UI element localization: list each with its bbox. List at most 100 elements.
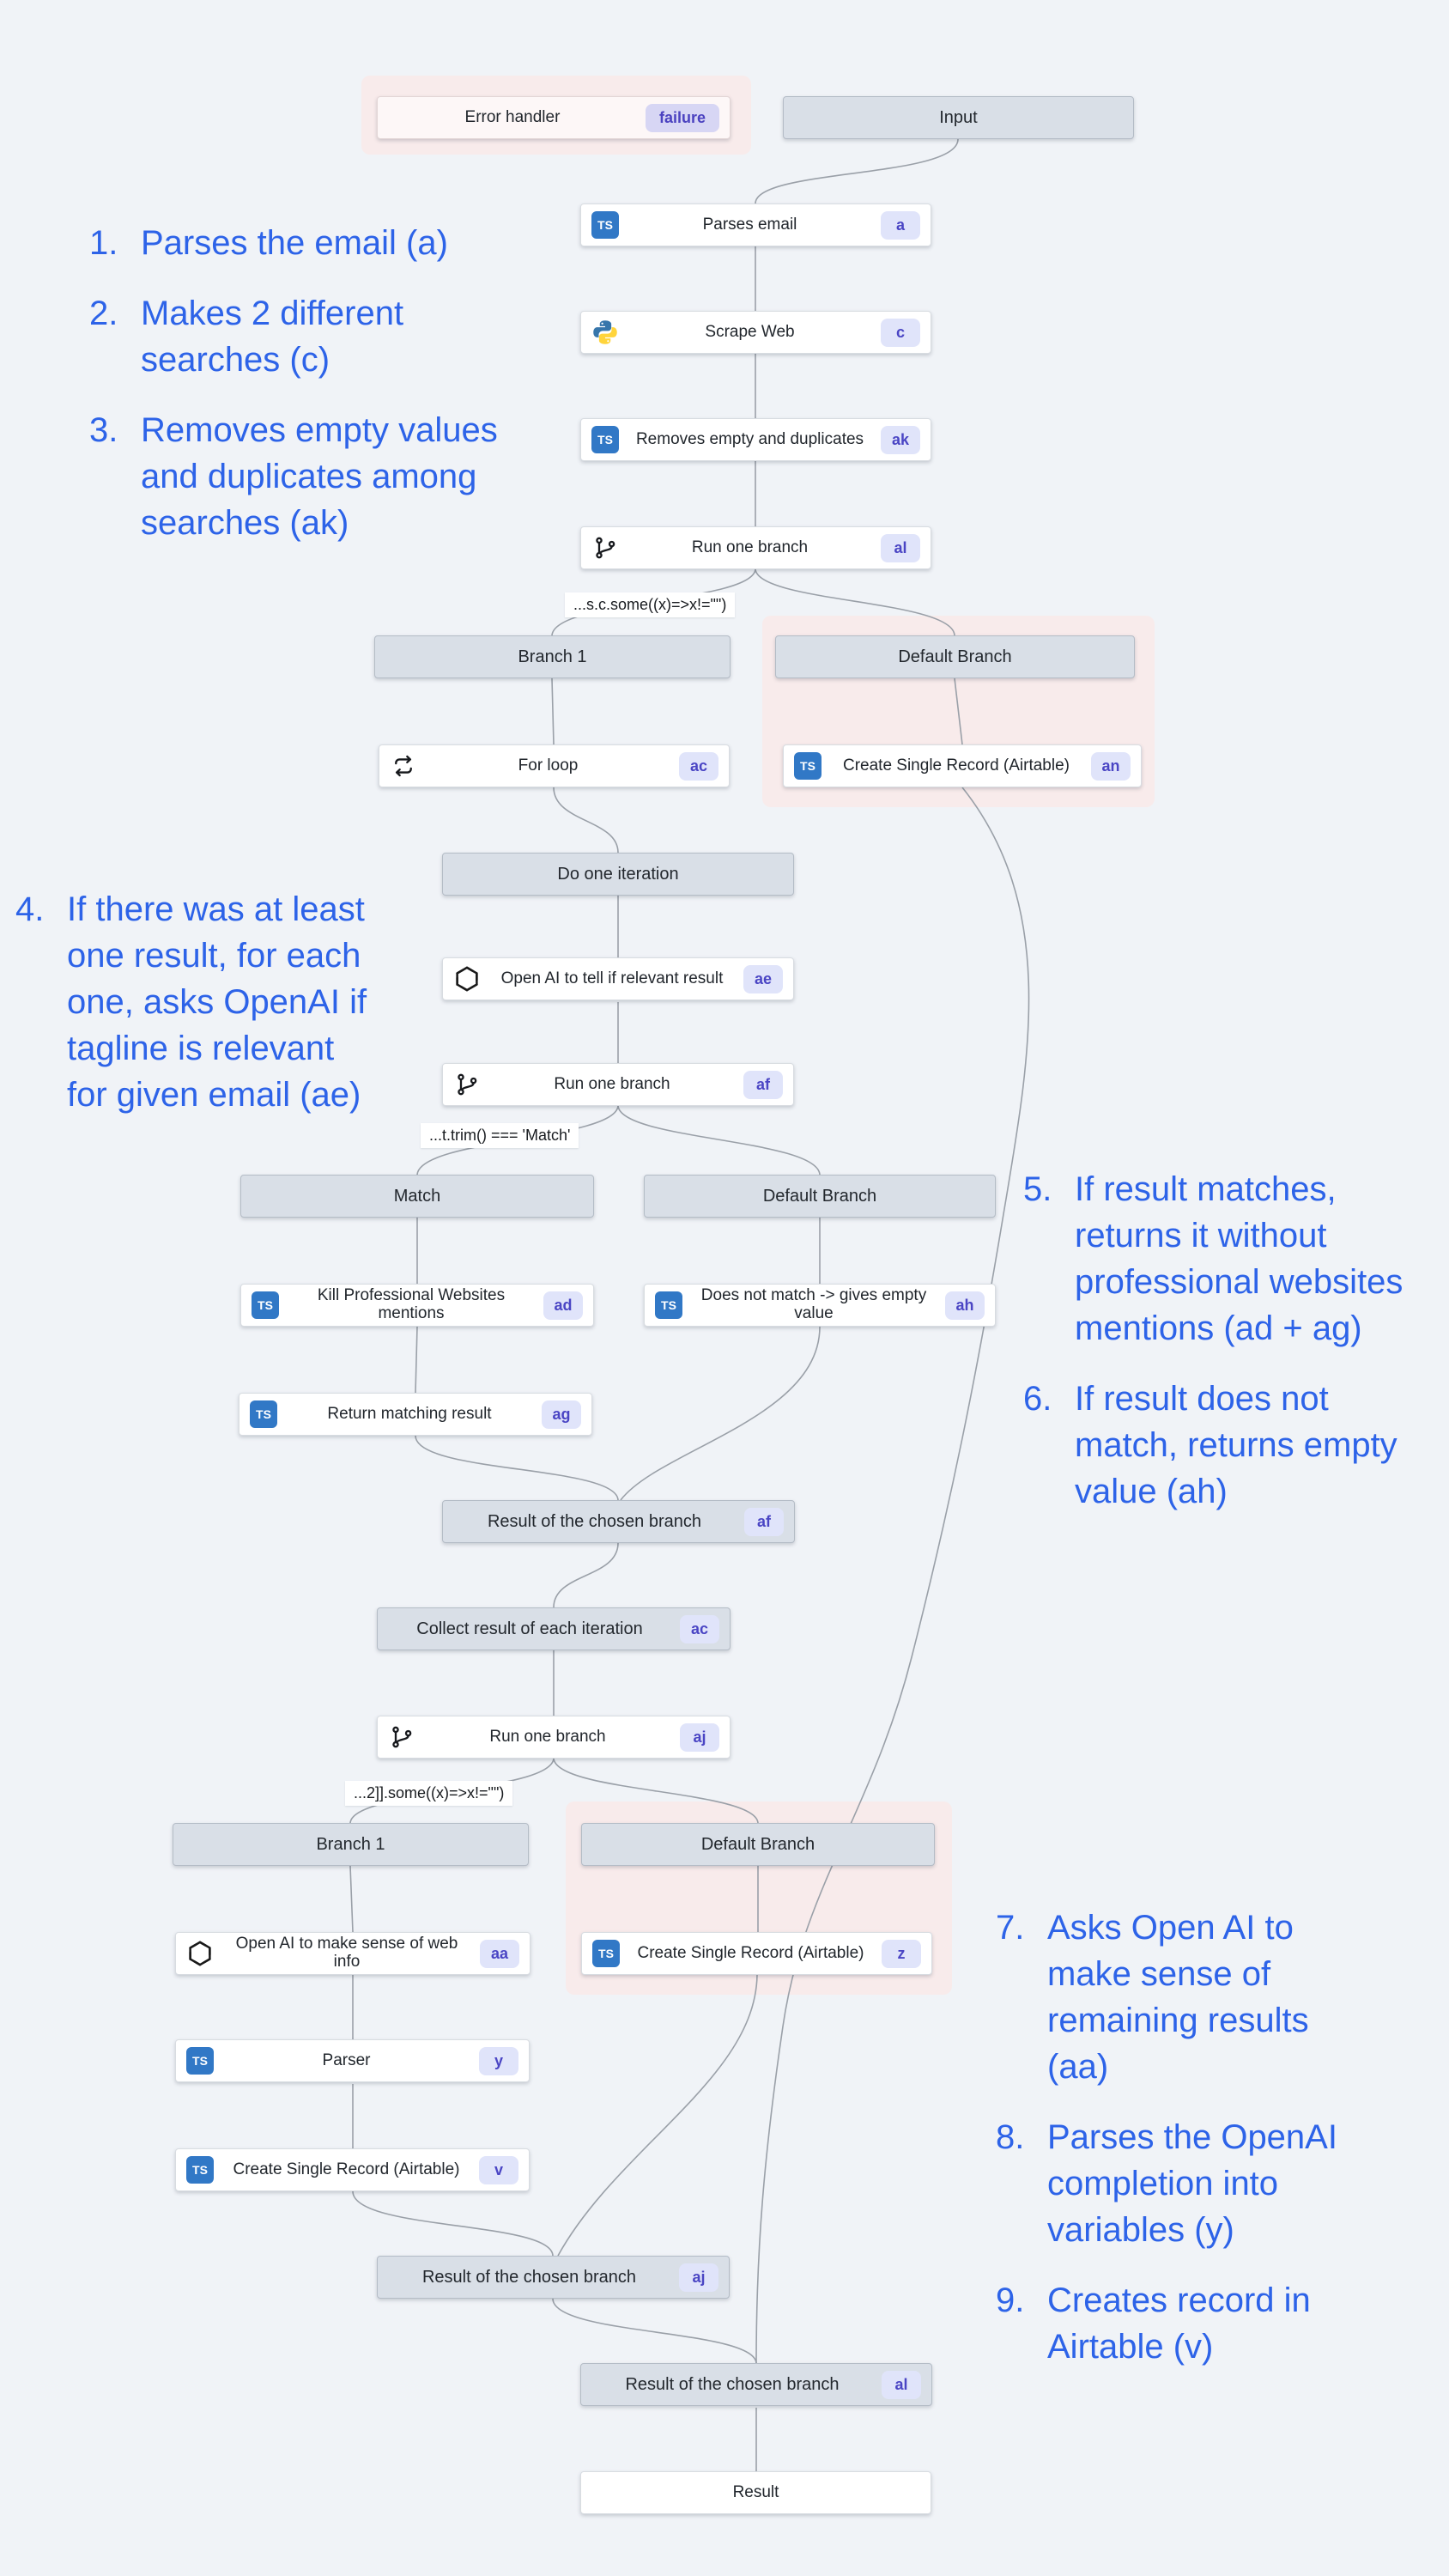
annotation-item: 4. If there was at least one result, for… <box>15 886 445 1118</box>
node-label: Create Single Record (Airtable) <box>233 2160 460 2178</box>
node-badge: z <box>882 1939 921 1968</box>
node-badge: ag <box>542 1400 581 1429</box>
node-label: Open AI to tell if relevant result <box>500 969 724 987</box>
node-match[interactable]: Match <box>240 1175 594 1218</box>
condition-label: ...t.trim() === 'Match' <box>421 1123 579 1148</box>
node-badge: al <box>881 533 920 562</box>
node-badge: aj <box>679 2263 718 2292</box>
node-badge: ac <box>679 751 718 781</box>
annotation-number: 5. <box>1023 1170 1052 1208</box>
node-label: Create Single Record (Airtable) <box>637 1943 864 1962</box>
node-result-branch-aj[interactable]: Result of the chosen branch aj <box>377 2256 730 2299</box>
annotation-group-4: 7. Asks Open AI to make sense of remaini… <box>996 1905 1442 2394</box>
annotation-text: Parses the OpenAI completion into variab… <box>1047 2118 1337 2249</box>
node-badge: ah <box>945 1291 985 1320</box>
node-label: Run one branch <box>554 1074 670 1093</box>
openai-icon <box>453 965 481 993</box>
node-badge: an <box>1091 751 1131 781</box>
node-label: Create Single Record (Airtable) <box>842 756 1070 775</box>
node-branch1-b[interactable]: Branch 1 <box>173 1823 529 1866</box>
node-badge: y <box>479 2046 518 2075</box>
node-badge: ak <box>881 425 920 454</box>
node-label: Open AI to make sense of web info <box>235 1935 458 1971</box>
node-label: Result of the chosen branch <box>625 2375 840 2394</box>
typescript-icon: TS <box>591 426 619 453</box>
node-label: Input <box>939 108 978 127</box>
node-badge: ac <box>680 1614 719 1643</box>
node-badge: al <box>882 2370 921 2399</box>
annotation-number: 7. <box>996 1909 1025 1947</box>
typescript-icon: TS <box>655 1291 682 1319</box>
typescript-icon: TS <box>592 1940 620 1967</box>
annotation-text: Parses the email (a) <box>141 224 448 262</box>
node-label: Run one branch <box>691 538 809 556</box>
annotation-number: 6. <box>1023 1380 1052 1418</box>
typescript-icon: TS <box>250 1400 277 1428</box>
node-run-one-branch-af[interactable]: Run one branch af <box>442 1063 794 1106</box>
node-label: Return matching result <box>327 1404 492 1423</box>
node-openai-ae[interactable]: Open AI to tell if relevant result ae <box>442 957 794 1000</box>
node-parser-y[interactable]: TS Parser y <box>175 2039 530 2082</box>
typescript-icon: TS <box>794 752 822 780</box>
typescript-icon: TS <box>252 1291 279 1319</box>
node-label: Run one branch <box>489 1727 606 1746</box>
node-create-record-v[interactable]: TS Create Single Record (Airtable) v <box>175 2148 530 2191</box>
node-do-one-iteration[interactable]: Do one iteration <box>442 853 794 896</box>
annotation-item: 7. Asks Open AI to make sense of remaini… <box>996 1905 1442 2090</box>
node-kill-mentions-ad[interactable]: TS Kill Professional Websites mentions a… <box>240 1284 594 1327</box>
condition-label: ...s.c.some((x)=>x!="") <box>565 592 736 617</box>
node-openai-aa[interactable]: Open AI to make sense of web info aa <box>175 1932 530 1975</box>
annotation-text: If there was at least one result, for ea… <box>67 890 367 1114</box>
node-input[interactable]: Input <box>783 96 1134 139</box>
node-label: For loop <box>518 756 579 775</box>
node-label: Default Branch <box>898 647 1012 666</box>
git-branch-icon <box>591 534 619 562</box>
node-badge: ad <box>543 1291 583 1320</box>
node-default-branch-c[interactable]: Default Branch <box>581 1823 935 1866</box>
annotation-item: 2. Makes 2 different searches (c) <box>89 290 570 383</box>
node-result-branch-af[interactable]: Result of the chosen branch af <box>442 1500 795 1543</box>
node-label: Parser <box>322 2050 371 2069</box>
node-label: Scrape Web <box>705 322 795 341</box>
node-badge: c <box>881 318 920 347</box>
node-run-one-branch-al[interactable]: Run one branch al <box>580 526 931 569</box>
node-parses-email[interactable]: TS Parses email a <box>580 204 931 246</box>
node-run-one-branch-aj[interactable]: Run one branch aj <box>377 1716 731 1759</box>
node-for-loop[interactable]: For loop ac <box>379 744 730 787</box>
node-does-not-match-ah[interactable]: TS Does not match -> gives empty value a… <box>644 1284 996 1327</box>
node-result[interactable]: Result <box>580 2471 931 2514</box>
node-badge: af <box>744 1507 784 1536</box>
annotation-number: 3. <box>89 411 118 449</box>
node-default-branch-a[interactable]: Default Branch <box>775 635 1135 678</box>
node-label: Error handler <box>464 107 561 126</box>
node-label: Result of the chosen branch <box>421 2268 637 2287</box>
node-badge: a <box>881 210 920 240</box>
node-label: Match <box>393 1187 441 1206</box>
node-return-matching-ag[interactable]: TS Return matching result ag <box>239 1393 592 1436</box>
condition-label: ...2]].some((x)=>x!="") <box>345 1781 513 1806</box>
annotation-number: 4. <box>15 890 45 928</box>
node-branch1-a[interactable]: Branch 1 <box>374 635 731 678</box>
annotation-text: If result matches, returns it without pr… <box>1075 1170 1404 1347</box>
annotation-item: 3. Removes empty values and duplicates a… <box>89 407 570 546</box>
node-label: Removes empty and duplicates <box>635 429 864 448</box>
annotation-item: 5. If result matches, returns it without… <box>1023 1166 1449 1352</box>
node-error-handler[interactable]: Error handler failure <box>377 96 731 139</box>
node-create-record-an[interactable]: TS Create Single Record (Airtable) an <box>783 744 1142 787</box>
node-label: Result <box>732 2482 779 2501</box>
annotation-text: Removes empty values and duplicates amon… <box>141 411 498 542</box>
node-default-branch-b[interactable]: Default Branch <box>644 1175 996 1218</box>
annotation-text: Asks Open AI to make sense of remaining … <box>1047 1909 1309 2086</box>
node-collect-ac[interactable]: Collect result of each iteration ac <box>377 1607 731 1650</box>
annotation-text: If result does not match, returns empty … <box>1075 1380 1397 1510</box>
openai-icon <box>186 1940 214 1967</box>
node-scrape-web[interactable]: Scrape Web c <box>580 311 931 354</box>
node-label: Kill Professional Websites mentions <box>317 1286 506 1322</box>
annotation-item: 6. If result does not match, returns emp… <box>1023 1376 1449 1515</box>
annotation-item: 8. Parses the OpenAI completion into var… <box>996 2114 1442 2253</box>
node-label: Branch 1 <box>518 647 587 666</box>
annotation-number: 2. <box>89 295 118 332</box>
node-result-branch-al[interactable]: Result of the chosen branch al <box>580 2363 932 2406</box>
node-removes-empty-duplicates[interactable]: TS Removes empty and duplicates ak <box>580 418 931 461</box>
node-create-record-z[interactable]: TS Create Single Record (Airtable) z <box>581 1932 932 1975</box>
